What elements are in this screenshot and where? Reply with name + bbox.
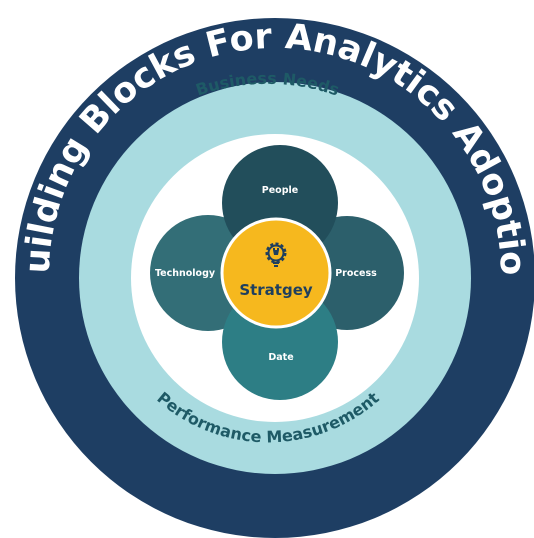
pillar-date-label: Date	[268, 352, 293, 363]
strategy-core: Stratgey	[220, 217, 332, 329]
strategy-label: Stratgey	[239, 281, 313, 299]
pillar-process-label: Process	[335, 268, 377, 279]
pillar-people-label: People	[262, 185, 298, 196]
pillar-technology-label: Technology	[155, 268, 216, 279]
gear-bulb-icon	[265, 242, 287, 267]
